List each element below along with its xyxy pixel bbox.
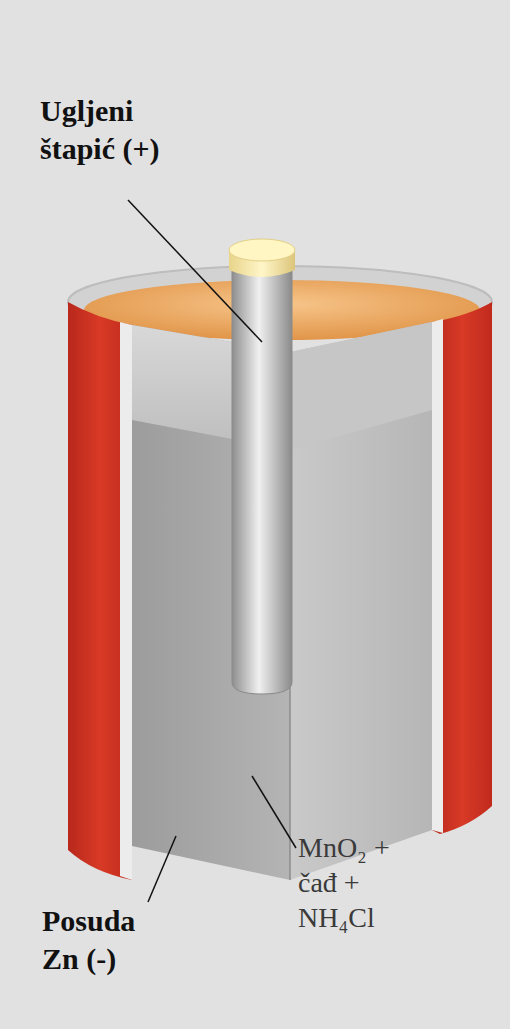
zinc-strip-right [432,319,443,833]
part-label: MnO₂ + čađ + NH₄Cl [298,830,423,935]
rod-cap-top [229,239,295,261]
zinc-strip-left [120,322,132,880]
leader-line [252,776,296,848]
shell-right [432,302,492,834]
upper-band-right [290,322,432,450]
part-label: Ugljeni štapić (+) [40,92,190,167]
part-label: Posuda Zn (-) [42,902,162,977]
carbon-rod [232,268,292,694]
leader-line [148,836,176,902]
leader-line [128,200,262,342]
mix-face-right [290,322,432,880]
shell-left [68,302,132,880]
